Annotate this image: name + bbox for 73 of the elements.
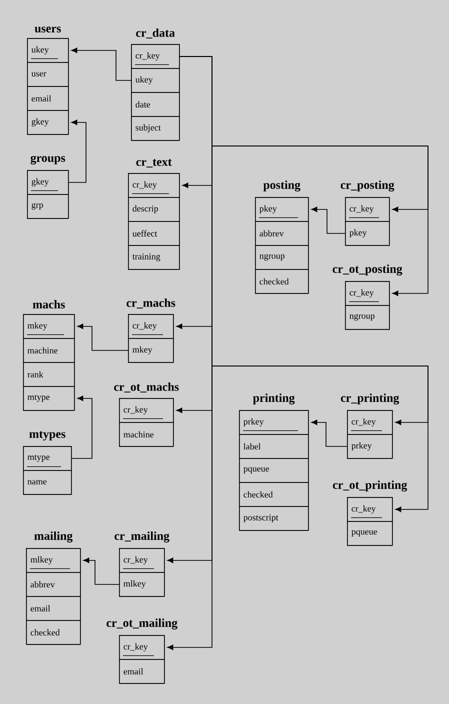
table-field: subject bbox=[131, 116, 180, 141]
table-field: mkey bbox=[128, 338, 174, 363]
table-field: checked bbox=[255, 269, 309, 294]
table-field: cr_key bbox=[131, 44, 180, 69]
table-field: cr_key bbox=[345, 197, 390, 222]
node-label: printing bbox=[252, 393, 295, 404]
node-label: cr_data bbox=[136, 28, 175, 38]
table-field: cr_key bbox=[347, 410, 393, 435]
node-label: users bbox=[34, 26, 61, 32]
node-label: posting bbox=[263, 180, 300, 192]
table-field: prkey bbox=[347, 434, 393, 459]
table-field: checked bbox=[26, 620, 81, 645]
table-field: mkey bbox=[23, 314, 75, 339]
table-field: ngroup bbox=[255, 245, 309, 270]
table-field: prkey bbox=[239, 410, 309, 435]
node-label: cr_posting bbox=[340, 180, 394, 192]
table-field: pkey bbox=[255, 197, 309, 222]
node-label: cr_ot_posting bbox=[332, 264, 402, 276]
table-field: date bbox=[131, 92, 180, 117]
connector-arrow bbox=[311, 420, 348, 447]
table-field: mtype bbox=[23, 386, 75, 411]
table-field: cr_key bbox=[119, 635, 165, 660]
table-field: ueffect bbox=[128, 221, 180, 246]
table-field: pkey bbox=[345, 221, 390, 246]
connector-arrow bbox=[83, 558, 120, 585]
connector-arrow bbox=[311, 206, 346, 234]
table-field: email bbox=[119, 659, 165, 684]
node-label: mailing bbox=[34, 531, 73, 542]
table-field: cr_key bbox=[347, 497, 393, 522]
node-label: cr_ot_printing bbox=[332, 480, 408, 492]
node-label: mtypes bbox=[29, 431, 66, 440]
table-field: training bbox=[128, 245, 180, 270]
table-field: label bbox=[239, 434, 309, 459]
table-field: grp bbox=[27, 194, 69, 219]
node-label: cr_mailing bbox=[114, 531, 170, 542]
table-field: mtype bbox=[23, 446, 72, 471]
table-field: machine bbox=[119, 422, 174, 447]
node-label: cr_ot_machs bbox=[114, 382, 179, 392]
table-field: cr_key bbox=[128, 173, 180, 198]
node-label: cr_text bbox=[136, 159, 172, 168]
node-label: cr_ot_mailing bbox=[106, 618, 178, 630]
table-field: pqueue bbox=[239, 458, 309, 483]
table-field: gkey bbox=[27, 170, 69, 195]
table-field: ukey bbox=[131, 68, 180, 93]
table-field: email bbox=[27, 86, 69, 111]
connector-arrow bbox=[68, 120, 86, 183]
node-label: cr_printing bbox=[340, 393, 400, 404]
table-field: cr_key bbox=[345, 281, 390, 306]
connector-arrow bbox=[71, 48, 132, 81]
table-field: ukey bbox=[27, 38, 69, 63]
table-field: mlkey bbox=[119, 572, 165, 597]
table-field: email bbox=[26, 596, 81, 621]
table-field: rank bbox=[23, 362, 75, 387]
table-field: descrip bbox=[128, 197, 180, 222]
table-field: checked bbox=[239, 482, 309, 507]
table-field: mlkey bbox=[26, 548, 81, 573]
table-field: name bbox=[23, 470, 72, 495]
node-label: cr_machs bbox=[126, 298, 176, 308]
table-field: abbrev bbox=[255, 221, 309, 246]
table-field: cr_key bbox=[119, 548, 165, 573]
table-field: postscript bbox=[239, 506, 309, 531]
table-field: abbrev bbox=[26, 572, 81, 597]
node-label: machs bbox=[32, 300, 65, 308]
node-label: groups bbox=[30, 156, 66, 164]
table-field: ngroup bbox=[345, 305, 390, 330]
table-field: user bbox=[27, 62, 69, 87]
table-field: cr_key bbox=[128, 314, 174, 339]
table-field: pqueue bbox=[347, 521, 393, 546]
table-field: gkey bbox=[27, 110, 69, 135]
table-field: cr_key bbox=[119, 398, 174, 423]
connector-arrow bbox=[71, 396, 92, 459]
table-field: machine bbox=[23, 338, 75, 363]
connector-arrow bbox=[77, 324, 128, 351]
